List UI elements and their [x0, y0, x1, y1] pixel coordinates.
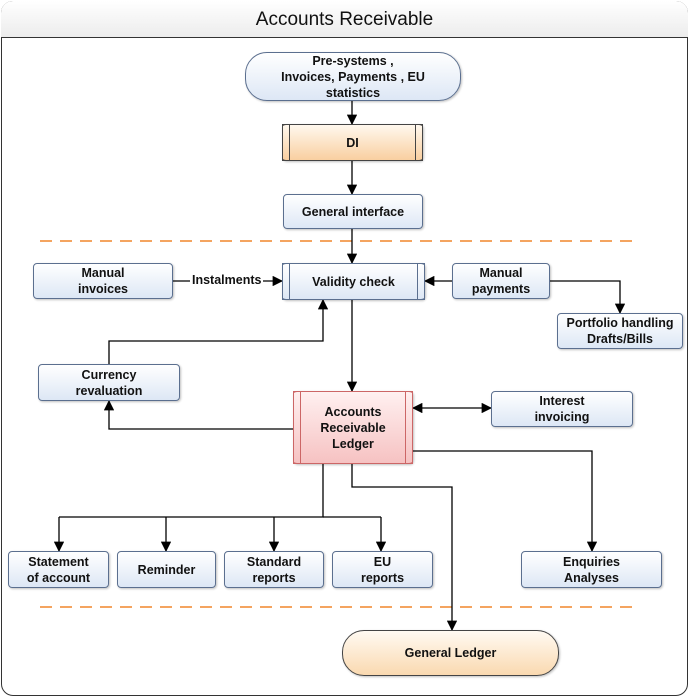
title-bar: Accounts Receivable [1, 1, 688, 38]
general-ledger-node[interactable]: General Ledger [342, 630, 559, 676]
edge-arl-cr [103, 399, 293, 430]
di-label: DI [346, 135, 359, 150]
eu-reports-line-1: EU [373, 554, 392, 569]
interest-invoicing-node[interactable]: Interest invoicing [491, 391, 633, 427]
validity-check-node[interactable]: Validity check [282, 263, 425, 300]
standard-reports-node[interactable]: Standard reports [224, 551, 324, 588]
manual-invoices-line-2: invoices [77, 282, 129, 296]
standard-reports-line-1: Standard [246, 554, 302, 569]
ar-ledger-line-2: Receivable [320, 420, 386, 435]
portfolio-handling-node[interactable]: Portfolio handling Drafts/Bills [557, 313, 683, 349]
statement-line-1: Statement [28, 554, 89, 569]
eu-reports-node[interactable]: EU reports [332, 551, 433, 588]
ar-ledger-line-1: Accounts [324, 404, 382, 419]
pre-systems-line-2: Invoices, Payments , EU [281, 69, 425, 84]
validity-check-label: Validity check [312, 274, 395, 289]
statement-line-2: of account [26, 570, 91, 585]
currency-line-2: revaluation [75, 383, 143, 398]
di-node[interactable]: DI [282, 124, 423, 161]
pre-systems-line-3: statistics [325, 85, 381, 100]
ar-ledger-node[interactable]: Accounts Receivable Ledger [293, 391, 413, 464]
general-interface-node[interactable]: General interface [283, 194, 423, 229]
enquiries-line-2: Analyses [564, 570, 619, 585]
enquiries-line-1: Enquiries [563, 554, 620, 569]
currency-revaluation-node[interactable]: Currency revaluation [38, 364, 180, 401]
pre-systems-line-1: Pre-systems , [312, 53, 394, 68]
edge-arl-gl [351, 464, 458, 632]
manual-invoices-node[interactable]: Manual invoices [33, 263, 173, 299]
interest-line-1: Interest [539, 394, 585, 408]
instalments-label: Instalments [190, 273, 264, 287]
reminder-node[interactable]: Reminder [117, 551, 216, 588]
currency-line-1: Currency [81, 367, 137, 382]
edge-arl-bus [59, 464, 324, 518]
manual-payments-line-2: payments [471, 282, 531, 296]
diagram-title: Accounts Receivable [255, 9, 434, 30]
pre-systems-node[interactable]: Pre-systems , Invoices, Payments , EU st… [245, 52, 461, 101]
manual-payments-node[interactable]: Manual payments [452, 263, 550, 299]
manual-payments-line-1: Manual [479, 266, 523, 280]
edge-cr-vc [108, 298, 329, 364]
reminder-label: Reminder [137, 562, 196, 577]
portfolio-line-2: Drafts/Bills [587, 332, 653, 346]
edge-arl-enq [413, 450, 598, 553]
eu-reports-line-2: reports [360, 570, 405, 585]
ar-ledger-line-3: Ledger [332, 436, 374, 451]
general-ledger-label: General Ledger [404, 646, 497, 660]
edge-mp-portfolio [550, 280, 626, 315]
portfolio-line-1: Portfolio handling [566, 316, 674, 330]
interest-line-2: invoicing [534, 410, 590, 424]
manual-invoices-line-1: Manual [81, 266, 125, 280]
standard-reports-line-2: reports [252, 570, 296, 585]
statement-of-account-node[interactable]: Statement of account [8, 551, 109, 588]
enquiries-analyses-node[interactable]: Enquiries Analyses [521, 551, 662, 588]
general-interface-label: General interface [301, 204, 405, 219]
